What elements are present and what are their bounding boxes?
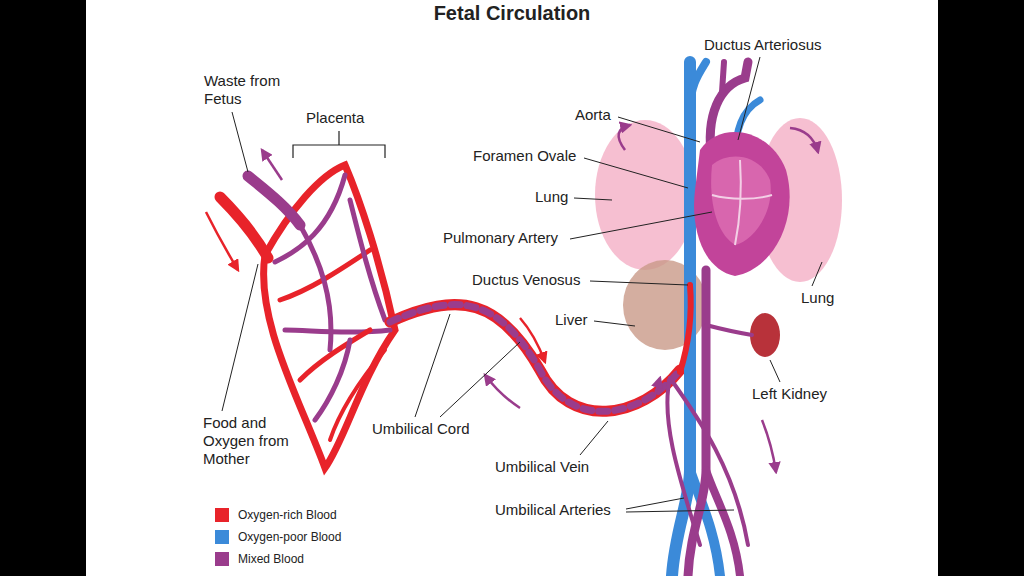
side-bar — [0, 0, 86, 576]
blood-vessel — [722, 62, 724, 92]
legend-text: Oxygen-poor Blood — [238, 529, 341, 545]
part-label: Umbilical Arteries — [495, 501, 611, 519]
flow-arrow — [790, 128, 818, 152]
heart-shape — [694, 132, 790, 276]
part-label: Umbilical Cord — [372, 420, 470, 438]
flow-arrow — [520, 318, 545, 362]
leader-line — [738, 57, 760, 140]
leader-line — [594, 321, 635, 326]
flow-arrow — [206, 212, 238, 270]
leader-line — [812, 262, 822, 286]
leader-line — [570, 212, 712, 239]
placenta-vessels — [285, 330, 390, 332]
bracket — [293, 131, 385, 158]
lung-shape — [595, 118, 842, 282]
leader-line — [584, 158, 688, 188]
placenta-vessels — [350, 200, 385, 320]
part-label: Placenta — [306, 109, 364, 127]
leader-line — [590, 281, 688, 285]
placenta-vessels — [220, 197, 268, 258]
placenta-vessels — [300, 330, 370, 380]
leader-line — [626, 510, 734, 512]
blood-vessel — [706, 470, 740, 576]
heart-shape — [735, 160, 741, 245]
legend-swatch — [215, 530, 229, 544]
part-label: Liver — [555, 311, 588, 329]
part-label: Waste from Fetus — [204, 72, 304, 108]
blood-vessel — [680, 285, 691, 372]
heart-shape — [712, 195, 772, 199]
leader-line — [222, 57, 822, 512]
part-label: Food and Oxygen from Mother — [203, 414, 303, 468]
placenta-vessels — [248, 176, 300, 225]
blood-vessel — [667, 378, 700, 545]
side-bar — [938, 0, 1024, 576]
legend-text: Oxygen-rich Blood — [238, 507, 337, 523]
leader-line — [415, 314, 450, 417]
flow-arrow — [485, 318, 545, 408]
diagram-title: Fetal Circulation — [86, 2, 938, 25]
part-label: Foramen Ovale — [473, 147, 576, 165]
part-label: Ductus Venosus — [472, 271, 580, 289]
kidney-shape — [750, 313, 780, 357]
leader-line — [440, 342, 520, 417]
legend-text: Mixed Blood — [238, 551, 304, 567]
flow-arrow — [206, 150, 282, 270]
flow-arrow — [262, 150, 282, 180]
leader-line — [618, 117, 700, 142]
part-label: Left Kidney — [752, 385, 827, 403]
leader-line — [580, 421, 608, 455]
flow-arrow — [619, 125, 630, 150]
flow-arrow — [762, 420, 776, 472]
heart-shape — [694, 132, 790, 276]
blood-vessel — [706, 325, 752, 335]
legend-swatch — [215, 508, 229, 522]
part-label: Ductus Arteriosus — [704, 36, 822, 54]
part-label: Umbilical Vein — [495, 458, 589, 476]
legend-swatch — [215, 552, 229, 566]
flow-arrow — [655, 378, 660, 395]
flow-arrow — [485, 375, 520, 408]
leader-line — [232, 112, 248, 172]
leader-line — [770, 360, 780, 382]
leader-line — [626, 498, 684, 509]
part-label: Aorta — [575, 106, 611, 124]
part-label: Lung — [801, 289, 834, 307]
part-label: Pulmonary Artery — [443, 229, 558, 247]
leader-line — [574, 198, 612, 200]
heart-shape — [711, 157, 771, 245]
lung-shape — [595, 120, 695, 270]
blood-vessel — [670, 378, 748, 545]
leader-line — [222, 264, 258, 411]
blood-vessel — [690, 62, 706, 110]
part-label: Lung — [535, 188, 568, 206]
